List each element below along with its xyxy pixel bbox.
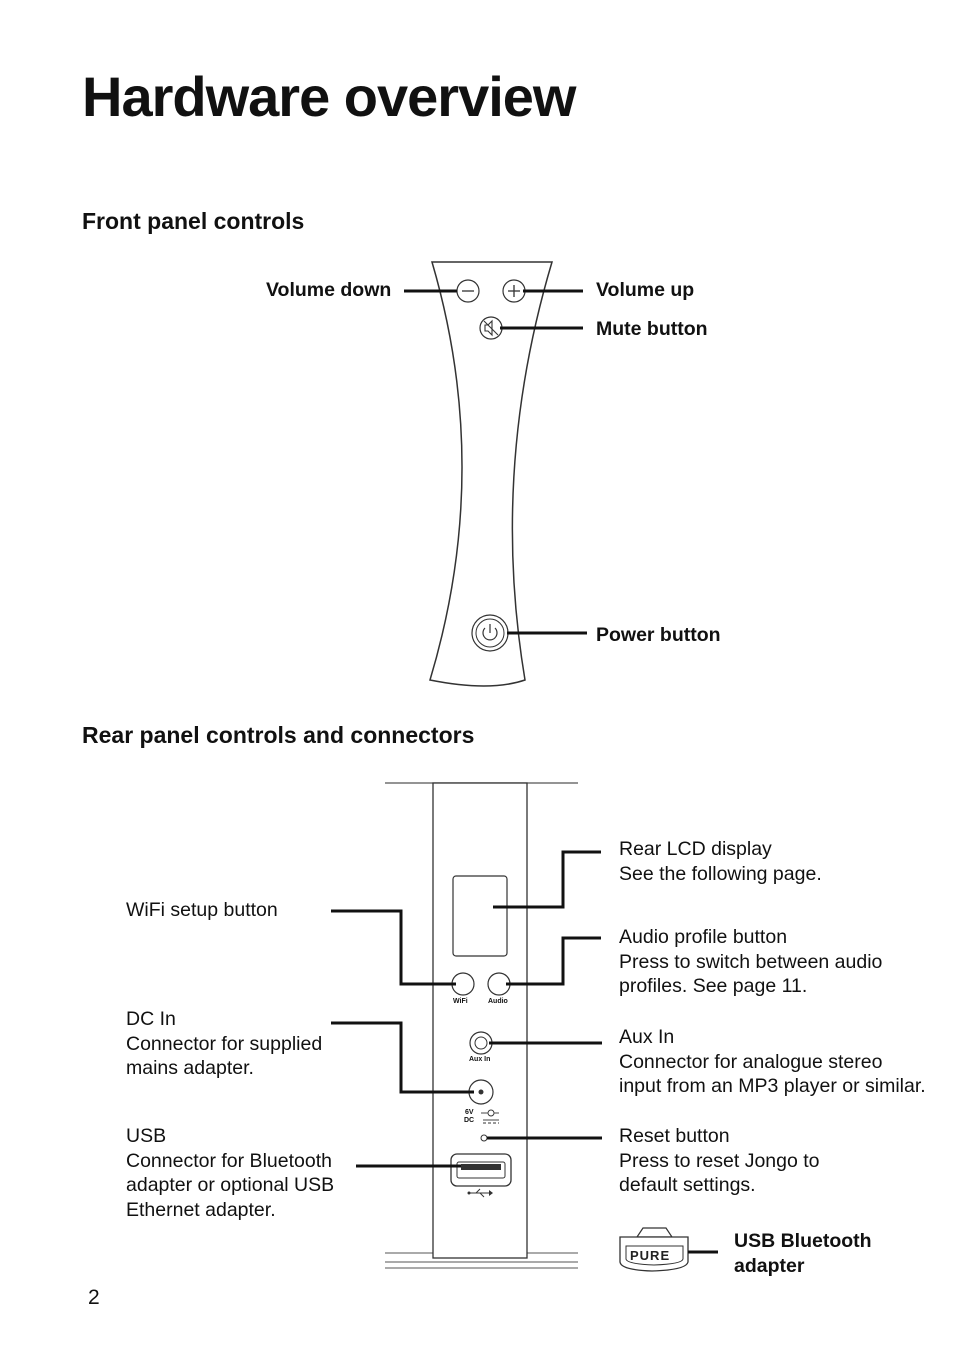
usb-bluetooth-adapter-icon — [619, 1227, 689, 1272]
reset-button-icon — [480, 1134, 488, 1142]
mute-icon — [479, 316, 503, 340]
aux-in-desc-1: Connector for analogue stereo — [619, 1050, 883, 1073]
aux-in-title: Aux In — [619, 1026, 675, 1048]
panel-wifi-text: WiFi — [453, 998, 468, 1005]
rear-panel-heading: Rear panel controls and connectors — [82, 722, 475, 748]
page-number: 2 — [88, 1286, 100, 1309]
usb-bluetooth-title-1: USB Bluetooth — [734, 1230, 872, 1252]
rear-panel-diagram — [385, 782, 578, 1269]
audio-profile-title: Audio profile button — [619, 926, 788, 948]
reset-title: Reset button — [619, 1125, 730, 1147]
reset-desc-2: default settings. — [619, 1174, 756, 1196]
volume-down-icon — [456, 279, 480, 303]
audio-profile-desc-2: profiles. See page 11. — [619, 975, 808, 997]
aux-in-label: Aux In Connector for analogue stereo inp… — [619, 1025, 926, 1099]
panel-audio-text: Audio — [488, 998, 508, 1005]
reset-label: Reset button Press to reset Jongo to def… — [619, 1124, 820, 1198]
volume-up-icon — [502, 279, 526, 303]
lcd-title: Rear LCD display — [619, 838, 772, 860]
panel-dc-voltage-text: 6V — [465, 1109, 474, 1116]
usb-label: USB Connector for Bluetooth adapter or o… — [126, 1124, 334, 1222]
dc-in-label: DC In Connector for supplied mains adapt… — [126, 1007, 322, 1081]
lcd-desc: See the following page. — [619, 862, 822, 885]
usb-desc-3: Ethernet adapter. — [126, 1198, 276, 1221]
panel-aux-text: Aux In — [469, 1056, 491, 1063]
power-button-label: Power button — [596, 624, 721, 646]
rear-lcd-display — [452, 875, 508, 957]
usb-desc-2: adapter or optional USB — [126, 1174, 335, 1196]
usb-desc-1: Connector for Bluetooth — [126, 1149, 332, 1172]
front-panel-heading: Front panel controls — [82, 208, 305, 234]
usb-bluetooth-title-2: adapter — [734, 1254, 805, 1277]
volume-up-label: Volume up — [596, 279, 695, 301]
wifi-setup-title: WiFi setup button — [126, 899, 278, 921]
wifi-setup-label: WiFi setup button — [126, 898, 278, 923]
usb-title: USB — [126, 1125, 167, 1147]
dc-in-desc-2: mains adapter. — [126, 1057, 254, 1079]
page-title: Hardware overview — [82, 65, 576, 128]
aux-in-desc-2: input from an MP3 player or similar. — [619, 1075, 926, 1097]
dc-in-title: DC In — [126, 1008, 176, 1030]
power-icon — [471, 614, 509, 652]
adapter-logo: PURE — [630, 1248, 671, 1263]
audio-profile-desc-1: Press to switch between audio — [619, 950, 883, 973]
audio-profile-label: Audio profile button Press to switch bet… — [619, 925, 882, 999]
dc-polarity-icon — [481, 1109, 499, 1124]
reset-desc-1: Press to reset Jongo to — [619, 1149, 820, 1172]
dc-in-desc-1: Connector for supplied — [126, 1032, 323, 1055]
front-speaker-outline — [429, 261, 554, 687]
panel-dc-text: DC — [464, 1117, 475, 1124]
mute-button-label: Mute button — [596, 318, 708, 340]
usb-symbol-icon — [467, 1188, 493, 1198]
usb-bluetooth-label: USB Bluetooth adapter — [734, 1229, 872, 1278]
volume-down-label: Volume down — [266, 279, 392, 301]
lcd-label: Rear LCD display See the following page. — [619, 837, 822, 886]
